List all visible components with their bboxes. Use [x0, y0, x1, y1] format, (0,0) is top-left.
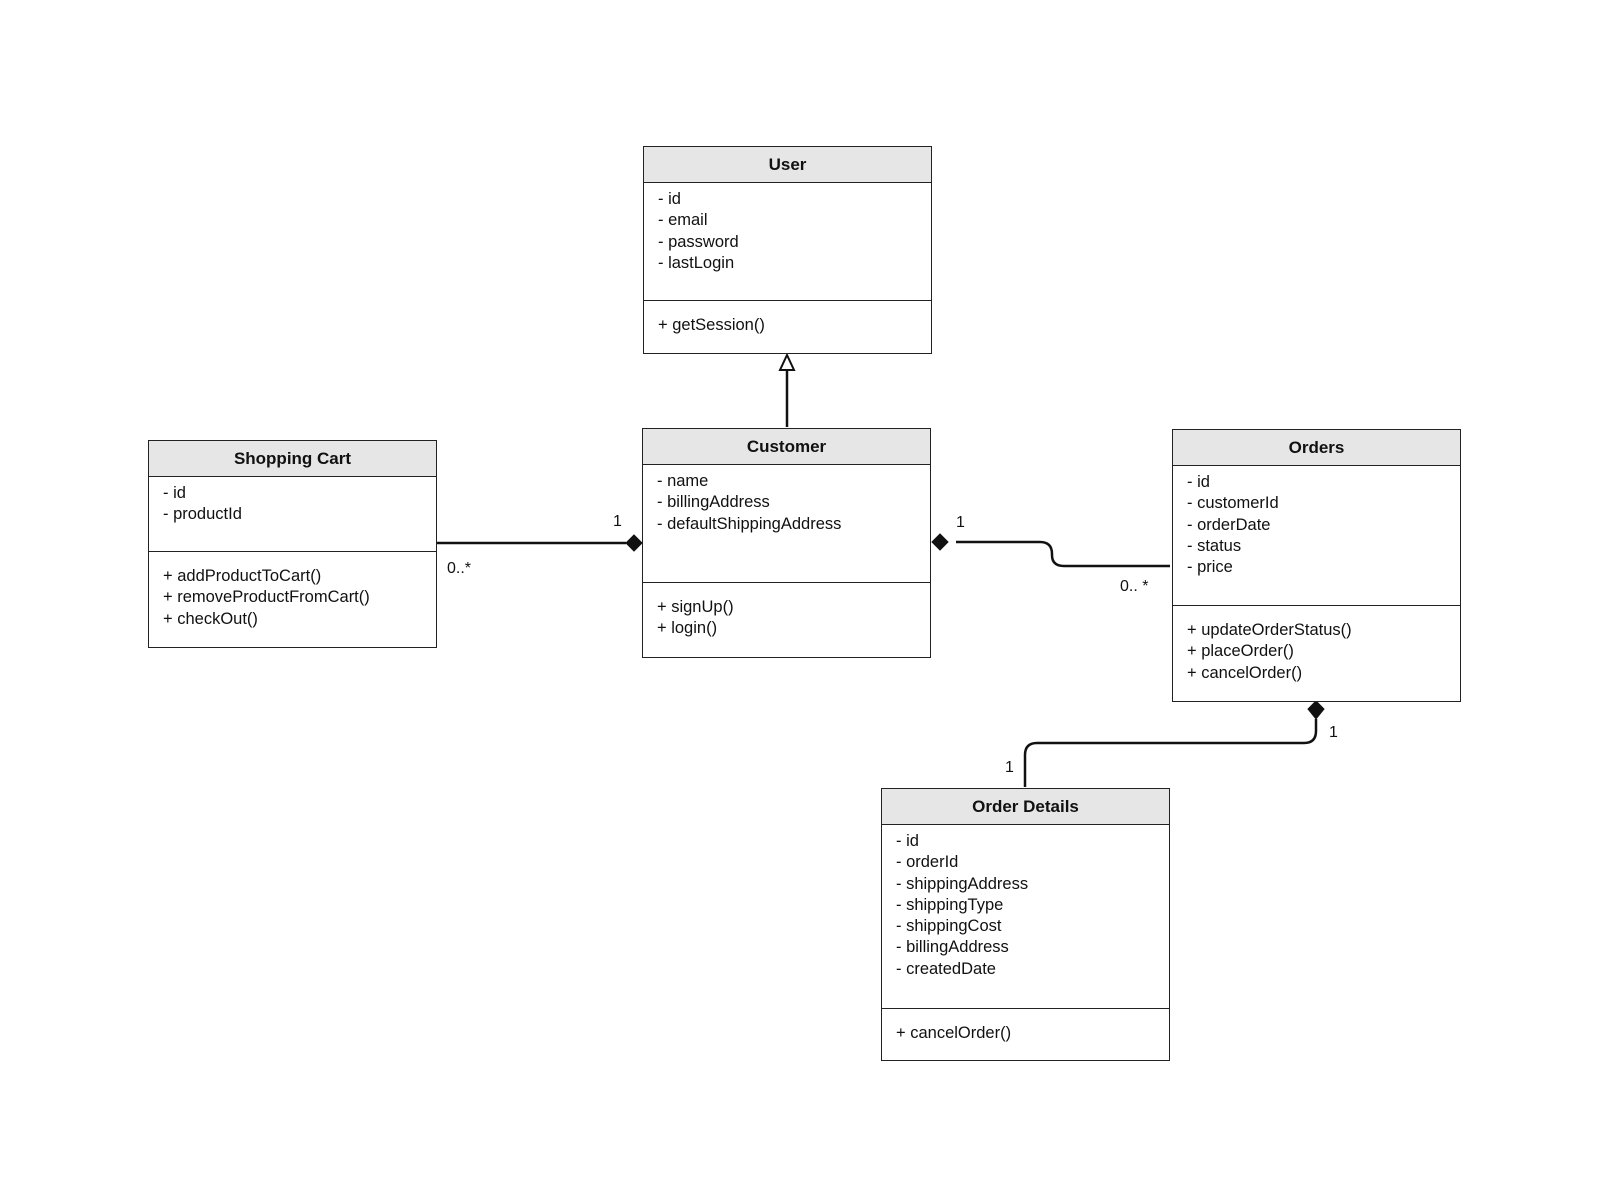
method: + signUp(): [657, 598, 734, 616]
method: + getSession(): [658, 316, 765, 334]
class-order-details-methods: + cancelOrder(): [882, 1009, 1169, 1044]
attribute: - name: [657, 472, 709, 490]
method: + checkOut(): [163, 609, 258, 628]
class-orders-name: Orders: [1173, 430, 1460, 466]
attribute: - defaultShippingAddress: [657, 514, 842, 533]
multiplicity-orders-customer-whole: 1: [956, 514, 965, 531]
multiplicity-cart-customer-whole: 1: [613, 513, 622, 530]
class-order-details-attributes: - id - orderId - shippingAddress - shipp…: [882, 825, 1169, 1009]
attribute: - productId: [163, 505, 242, 524]
multiplicity-cart-customer-part: 0..*: [447, 560, 472, 577]
method: + updateOrderStatus(): [1187, 621, 1352, 639]
generalization-arrowhead: [778, 352, 796, 371]
details-orders-line: [1023, 719, 1318, 787]
attribute: - orderId: [896, 853, 959, 872]
attribute: - billingAddress: [657, 493, 770, 512]
attribute: - password: [658, 232, 739, 251]
attribute: - id: [1187, 473, 1210, 491]
attribute: - billingAddress: [896, 938, 1009, 957]
cart-customer-diamond: [625, 534, 643, 552]
class-shopping-cart-methods: + addProductToCart() + removeProductFrom…: [149, 552, 436, 630]
class-customer-methods: + signUp() + login(): [643, 583, 930, 640]
attribute: - orderDate: [1187, 515, 1271, 534]
class-customer[interactable]: Customer - name - billingAddress - defau…: [642, 428, 931, 658]
method: + login(): [657, 619, 718, 638]
attribute: - shippingType: [896, 895, 1004, 914]
multiplicity-details-orders-part: 1: [1005, 759, 1014, 776]
class-orders[interactable]: Orders - id - customerId - orderDate - s…: [1172, 429, 1461, 702]
method: + cancelOrder(): [1187, 663, 1303, 682]
attribute: - id: [896, 832, 919, 850]
class-customer-attributes: - name - billingAddress - defaultShippin…: [643, 465, 930, 583]
class-orders-attributes: - id - customerId - orderDate - status -…: [1173, 466, 1460, 606]
attribute: - price: [1187, 558, 1233, 577]
class-user[interactable]: User - id - email - password - lastLogin…: [643, 146, 932, 354]
attribute: - email: [658, 211, 708, 230]
class-order-details[interactable]: Order Details - id - orderId - shippingA…: [881, 788, 1170, 1061]
attribute: - customerId: [1187, 494, 1279, 513]
class-user-attributes: - id - email - password - lastLogin: [644, 183, 931, 301]
class-shopping-cart-attributes: - id - productId: [149, 477, 436, 552]
attribute: - shippingAddress: [896, 874, 1029, 893]
class-user-name: User: [644, 147, 931, 183]
method: + placeOrder(): [1187, 642, 1294, 661]
class-order-details-name: Order Details: [882, 789, 1169, 825]
method: + removeProductFromCart(): [163, 588, 370, 607]
attribute: - lastLogin: [658, 253, 735, 272]
class-user-methods: + getSession(): [644, 301, 931, 336]
multiplicity-details-orders-whole: 1: [1329, 724, 1338, 741]
attribute: - status: [1187, 536, 1242, 555]
method: + addProductToCart(): [163, 567, 322, 585]
class-orders-methods: + updateOrderStatus() + placeOrder() + c…: [1173, 606, 1460, 684]
attribute: - createdDate: [896, 959, 996, 978]
attribute: - id: [658, 190, 681, 208]
multiplicity-orders-customer-part: 0.. *: [1120, 578, 1149, 595]
class-shopping-cart[interactable]: Shopping Cart - id - productId + addProd…: [148, 440, 437, 648]
orders-customer-line: [956, 540, 1170, 568]
attribute: - shippingCost: [896, 917, 1002, 936]
attribute: - id: [163, 484, 186, 502]
orders-customer-diamond: [931, 533, 949, 551]
class-customer-name: Customer: [643, 429, 930, 465]
class-shopping-cart-name: Shopping Cart: [149, 441, 436, 477]
method: + cancelOrder(): [896, 1024, 1012, 1042]
details-orders-diamond: [1307, 700, 1325, 720]
